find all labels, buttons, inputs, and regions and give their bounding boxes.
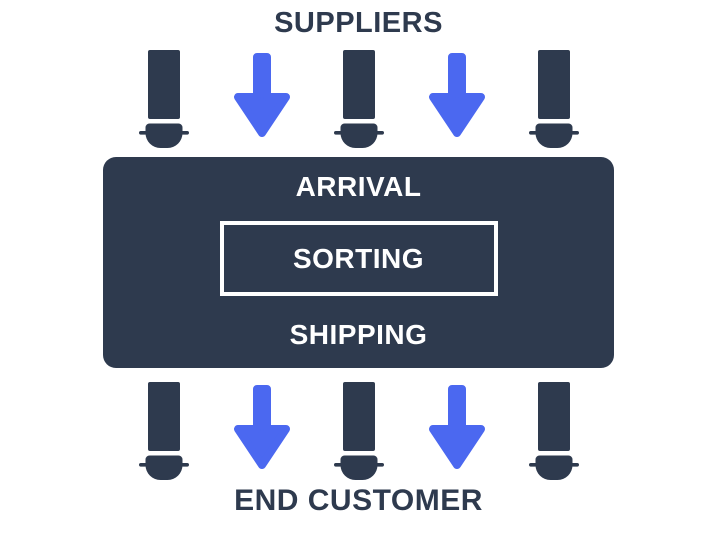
down-arrow-icon: [427, 53, 487, 141]
truck-icon: [529, 382, 579, 480]
truck-icon: [334, 50, 384, 148]
shipping-label: SHIPPING: [289, 319, 428, 350]
outbound-row: [139, 382, 579, 480]
truck-icon: [334, 382, 384, 480]
down-arrow-icon: [427, 385, 487, 473]
arrival-label: ARRIVAL: [295, 171, 422, 202]
sorting-label: SORTING: [292, 242, 425, 274]
down-arrow-icon: [232, 53, 292, 141]
truck-icon: [529, 50, 579, 148]
suppliers-label: SUPPLIERS: [274, 7, 443, 39]
down-arrow-icon: [232, 385, 292, 473]
end-customer-label: END CUSTOMER: [234, 484, 483, 517]
warehouse-hub-box: ARRIVAL SORTING SHIPPING: [103, 157, 614, 368]
truck-icon: [139, 382, 189, 480]
truck-icon: [139, 50, 189, 148]
sorting-box: SORTING: [219, 221, 498, 296]
inbound-row: [139, 50, 579, 148]
